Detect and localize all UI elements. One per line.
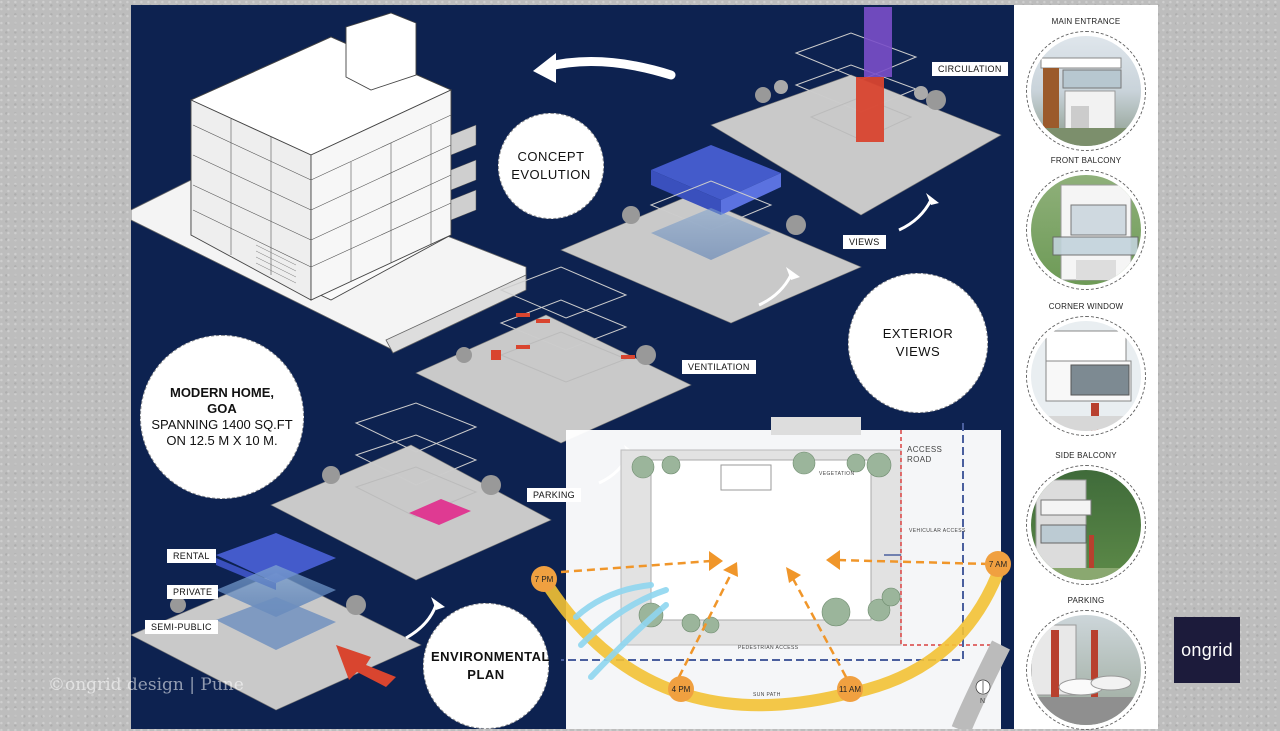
tag-circulation: CIRCULATION: [932, 62, 1008, 76]
vehicular-access-label: VEHICULAR ACCESS: [909, 528, 966, 534]
view-thumbnail: [1026, 610, 1146, 730]
stage-ventilation: [415, 266, 692, 444]
stage-views: [560, 145, 862, 324]
tag-semi-public: SEMI-PUBLIC: [145, 620, 218, 634]
stage-circulation: [710, 7, 1002, 216]
tag-views: VIEWS: [843, 235, 886, 249]
view-main-entrance: MAIN ENTRANCE: [1014, 17, 1158, 151]
stage-program: [131, 533, 422, 711]
sun-path-label: SUN PATH: [753, 692, 781, 698]
view-label: MAIN ENTRANCE: [1051, 17, 1121, 26]
view-label: SIDE BALCONY: [1055, 451, 1117, 460]
view-thumbnail: [1026, 31, 1146, 151]
tag-rental: RENTAL: [167, 549, 216, 563]
vegetation-label: VEGETATION: [819, 471, 855, 477]
tag-parking: PARKING: [527, 488, 581, 502]
project-title-line1: MODERN HOME,: [169, 385, 274, 400]
sun-time-4pm: 4 PM: [668, 676, 694, 702]
project-title-line2: GOA: [207, 401, 237, 416]
environmental-plan-bubble: ENVIRONMENTAL PLAN: [423, 603, 549, 729]
environmental-site-plan: [544, 417, 1010, 729]
view-side-balcony: SIDE BALCONY: [1014, 451, 1158, 585]
tag-private: PRIVATE: [167, 585, 219, 599]
sun-time-7am: 7 AM: [985, 551, 1011, 577]
isometric-house-model: [131, 12, 527, 354]
concept-flow-arrow: [541, 57, 676, 80]
presentation-board: CONCEPT EVOLUTION EXTERIOR VIEWS ENVIRON…: [131, 5, 1014, 729]
project-info-bubble: MODERN HOME, GOA SPANNING 1400 SQ.FT ON …: [140, 335, 304, 499]
tag-ventilation: VENTILATION: [682, 360, 756, 374]
exterior-views-sidebar: MAIN ENTRANCE FRONT BALCONY: [1014, 5, 1158, 730]
view-corner-window: CORNER WINDOW: [1014, 302, 1158, 436]
pedestrian-access-label: PEDESTRIAN ACCESS: [738, 645, 799, 651]
concept-evolution-bubble: CONCEPT EVOLUTION: [498, 113, 604, 219]
view-parking: PARKING: [1014, 596, 1158, 730]
north-label: N: [980, 698, 986, 705]
view-label: FRONT BALCONY: [1050, 156, 1122, 165]
view-front-balcony: FRONT BALCONY: [1014, 156, 1158, 290]
exterior-views-title: EXTERIOR VIEWS: [882, 326, 954, 359]
view-label: PARKING: [1067, 596, 1105, 605]
board-drawings: [131, 7, 1010, 729]
ongrid-logo: ongrid: [1174, 617, 1240, 683]
access-road-label: ACCESS ROAD: [907, 445, 943, 464]
view-label: CORNER WINDOW: [1048, 302, 1124, 311]
concept-evolution-title: CONCEPT EVOLUTION: [511, 149, 591, 182]
project-detail-line2: ON 12.5 M X 10 M.: [166, 433, 278, 448]
environmental-plan-title: ENVIRONMENTAL PLAN: [431, 649, 550, 682]
view-thumbnail: [1026, 170, 1146, 290]
watermark-text: ©ongrid design | Pune: [48, 675, 244, 695]
stage-parking: [270, 402, 552, 581]
view-thumbnail: [1026, 465, 1146, 585]
sun-time-11am: 11 AM: [837, 676, 863, 702]
exterior-views-bubble: EXTERIOR VIEWS: [848, 273, 988, 413]
sun-time-7pm: 7 PM: [531, 566, 557, 592]
project-detail-line1: SPANNING 1400 SQ.FT: [151, 417, 293, 432]
view-thumbnail: [1026, 316, 1146, 436]
